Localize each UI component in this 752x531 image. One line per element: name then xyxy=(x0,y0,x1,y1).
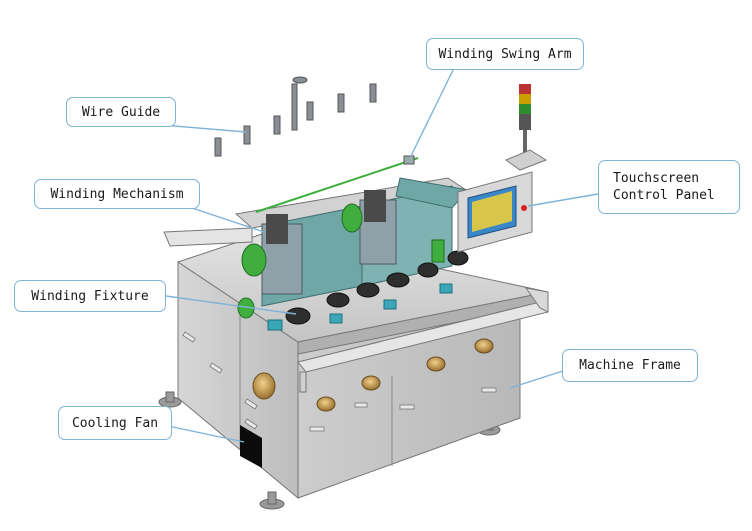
cable-port xyxy=(240,425,262,468)
label-touchscreen-control-panel: Touchscreen Control Panel xyxy=(598,160,740,214)
swing-arm-rail xyxy=(255,155,419,213)
label-winding-mechanism: Winding Mechanism xyxy=(34,179,200,209)
label-wire-guide: Wire Guide xyxy=(66,97,176,127)
wire-guides-art xyxy=(214,76,377,157)
signal-tower xyxy=(504,84,548,171)
winding-mechanism-art xyxy=(163,177,469,319)
winding-fixtures-art xyxy=(285,250,469,325)
control-panel-art xyxy=(457,171,533,253)
label-winding-fixture: Winding Fixture xyxy=(14,280,166,312)
label-cooling-fan: Cooling Fan xyxy=(58,406,172,440)
cooling-fans xyxy=(252,338,494,412)
label-winding-swing-arm: Winding Swing Arm xyxy=(426,38,584,70)
label-machine-frame: Machine Frame xyxy=(562,349,698,382)
